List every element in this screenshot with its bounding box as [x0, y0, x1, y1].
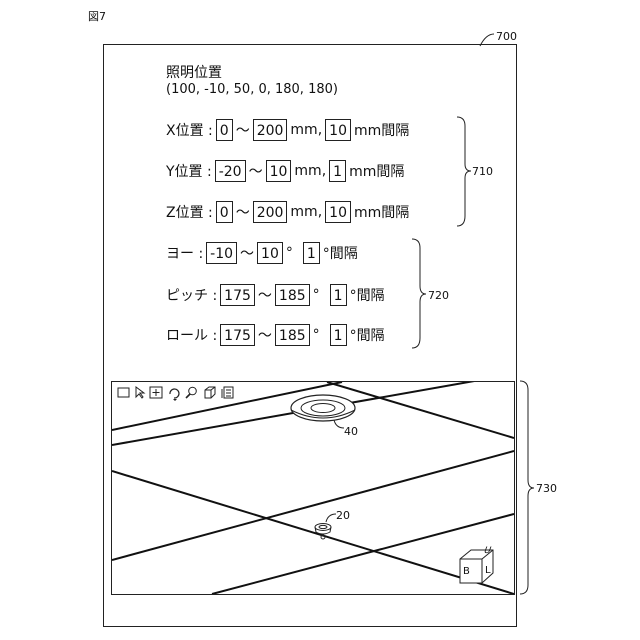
pointer-icon[interactable]: [133, 386, 146, 399]
x-position-label: X位置 :: [166, 120, 213, 140]
yaw-to-input[interactable]: 10: [257, 242, 283, 264]
view-cube-right-label: L: [485, 565, 491, 576]
roll-row: ロール : 175 〜 185 ° 1 °間隔: [166, 323, 385, 347]
z-position-row: Z位置 : 0 〜 200 mm, 10 mm間隔: [166, 200, 409, 224]
x-unit: mm,: [290, 122, 322, 138]
y-position-label: Y位置 :: [166, 161, 212, 181]
y-unit: mm,: [294, 163, 326, 179]
pitch-label: ピッチ :: [166, 285, 217, 305]
x-step-input[interactable]: 10: [325, 119, 351, 141]
pitch-step-input[interactable]: 1: [330, 284, 347, 306]
3d-viewport[interactable]: 40 20 U B L: [111, 381, 515, 595]
y-to-input[interactable]: 10: [266, 160, 292, 182]
yaw-step-input[interactable]: 1: [303, 242, 320, 264]
ref-710: 710: [472, 165, 493, 178]
roll-step-input[interactable]: 1: [330, 324, 347, 346]
roll-to-input[interactable]: 185: [275, 324, 310, 346]
pitch-step-unit: °間隔: [350, 285, 385, 305]
tilde: 〜: [236, 120, 250, 140]
x-to-input[interactable]: 200: [253, 119, 288, 141]
x-step-unit: mm間隔: [354, 120, 409, 140]
rotate-icon[interactable]: [167, 386, 180, 399]
ref-730: 730: [536, 482, 557, 495]
x-position-row: X位置 : 0 〜 200 mm, 10 mm間隔: [166, 118, 409, 142]
ref-720: 720: [428, 289, 449, 302]
y-step-unit: mm間隔: [349, 161, 404, 181]
select-rect-icon[interactable]: [117, 386, 130, 399]
pan-icon[interactable]: [149, 386, 162, 399]
y-from-input[interactable]: -20: [215, 160, 246, 182]
x-from-input[interactable]: 0: [216, 119, 233, 141]
yaw-step-unit: °間隔: [323, 243, 358, 263]
tilde: 〜: [258, 325, 272, 345]
grid-view-icon[interactable]: [221, 386, 234, 399]
tilde: 〜: [236, 202, 250, 222]
roll-step-unit: °間隔: [350, 325, 385, 345]
tilde: 〜: [240, 243, 254, 263]
zoom-icon[interactable]: [185, 386, 198, 399]
z-to-input[interactable]: 200: [253, 201, 288, 223]
z-step-unit: mm間隔: [354, 202, 409, 222]
z-position-label: Z位置 :: [166, 202, 213, 222]
cube-icon[interactable]: [203, 386, 216, 399]
pitch-from-input[interactable]: 175: [220, 284, 255, 306]
bracket-730: [518, 380, 538, 596]
z-from-input[interactable]: 0: [216, 201, 233, 223]
z-unit: mm,: [290, 204, 322, 220]
yaw-unit: °: [286, 245, 293, 261]
pitch-unit: °: [313, 287, 320, 303]
lighting-position-coords: (100, -10, 50, 0, 180, 180): [166, 82, 338, 97]
yaw-label: ヨー :: [166, 243, 203, 263]
yaw-row: ヨー : -10 〜 10 ° 1 °間隔: [166, 241, 358, 265]
tilde: 〜: [258, 285, 272, 305]
lighting-position-title: 照明位置: [166, 62, 222, 82]
pitch-to-input[interactable]: 185: [275, 284, 310, 306]
ref-20: 20: [336, 509, 350, 522]
pitch-row: ピッチ : 175 〜 185 ° 1 °間隔: [166, 283, 385, 307]
roll-label: ロール :: [166, 325, 217, 345]
ref-700: 700: [496, 30, 517, 43]
tilde: 〜: [249, 161, 263, 181]
view-cube-left-label: B: [463, 566, 470, 577]
roll-unit: °: [313, 327, 320, 343]
z-step-input[interactable]: 10: [325, 201, 351, 223]
roll-from-input[interactable]: 175: [220, 324, 255, 346]
yaw-from-input[interactable]: -10: [206, 242, 237, 264]
y-step-input[interactable]: 1: [329, 160, 346, 182]
y-position-row: Y位置 : -20 〜 10 mm, 1 mm間隔: [166, 159, 404, 183]
figure-label: 図7: [88, 8, 106, 24]
ref-40: 40: [344, 425, 358, 438]
